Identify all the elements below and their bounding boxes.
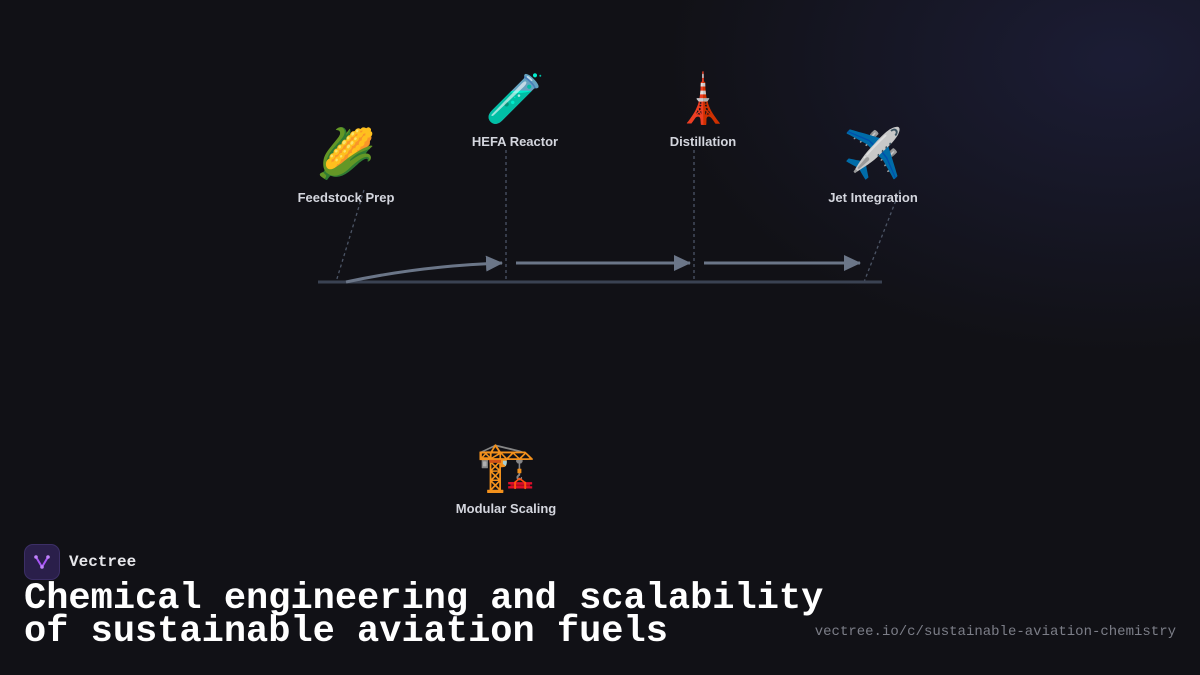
- node-modular[interactable]: 🏗️ Modular Scaling: [456, 439, 556, 516]
- brand: Vectree: [24, 544, 136, 580]
- vectree-logo-icon: [24, 544, 60, 580]
- node-feedstock[interactable]: 🌽 Feedstock Prep: [298, 125, 395, 205]
- brand-name: Vectree: [69, 553, 137, 571]
- node-label: Jet Integration: [828, 190, 918, 205]
- airplane-icon: ✈️: [843, 125, 903, 182]
- guide-line-jet: [863, 189, 901, 283]
- node-label: Distillation: [670, 134, 737, 149]
- source-url: vectree.io/c/sustainable-aviation-chemis…: [814, 624, 1176, 640]
- test-tube-icon: 🧪: [485, 71, 545, 127]
- guide-line-feedstock: [335, 189, 365, 283]
- tower-icon: 🗼: [673, 70, 733, 127]
- flow-arrow-feedstock-to-hefa: [345, 255, 503, 284]
- node-label: Modular Scaling: [456, 501, 556, 516]
- node-distillation[interactable]: 🗼 Distillation: [670, 70, 737, 149]
- corn-icon: 🌽: [316, 125, 376, 182]
- process-flow-diagram: 🌽 Feedstock Prep 🧪 HEFA Reactor 🗼 Distillatio…: [298, 70, 918, 516]
- node-label: HEFA Reactor: [472, 134, 558, 149]
- crane-icon: 🏗️: [476, 439, 536, 495]
- node-hefa[interactable]: 🧪 HEFA Reactor: [472, 71, 558, 149]
- node-label: Feedstock Prep: [298, 190, 395, 205]
- page-title: Chemical engineering and scalability of …: [24, 578, 824, 653]
- node-jet[interactable]: ✈️ Jet Integration: [828, 125, 918, 205]
